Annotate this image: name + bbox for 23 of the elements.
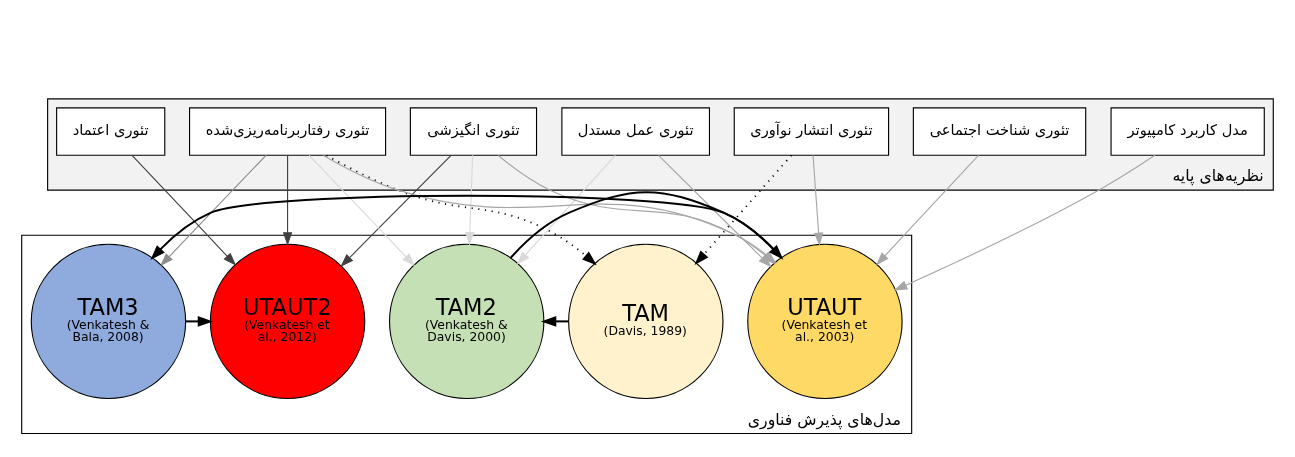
node-box: تئوری رفتاربرنامه‌ریزی‌شده [189, 107, 387, 156]
arrow [340, 154, 452, 267]
arrow [465, 154, 475, 246]
arrow [540, 316, 569, 327]
arrow [875, 154, 980, 266]
node-box: تئوری اعتماد [56, 107, 166, 156]
node-box: مدل کاربرد کامپیوتر [1110, 107, 1265, 156]
node-box: تئوری شناخت اجتماعی [912, 107, 1087, 156]
node-box: تئوری انگیزشی [409, 107, 538, 156]
arrow [308, 154, 416, 267]
arrow [185, 316, 214, 327]
arrow [893, 154, 1156, 291]
arrow [160, 154, 267, 267]
arrow [812, 154, 824, 247]
node-box: تئوری انتشار نوآوری [733, 107, 890, 156]
node-circle: TAM2 (Venkatesh & Davis, 2000) [388, 243, 545, 400]
node-circle: TAM (Davis, 1989) [568, 243, 724, 400]
node-box: تئوری عمل مستدل [561, 107, 711, 156]
arrow [131, 154, 237, 266]
node-circle: UTAUT2 (Venkatesh et al., 2012) [209, 243, 366, 400]
arrow [325, 154, 597, 266]
arrow [516, 154, 616, 265]
arrow [282, 154, 293, 246]
